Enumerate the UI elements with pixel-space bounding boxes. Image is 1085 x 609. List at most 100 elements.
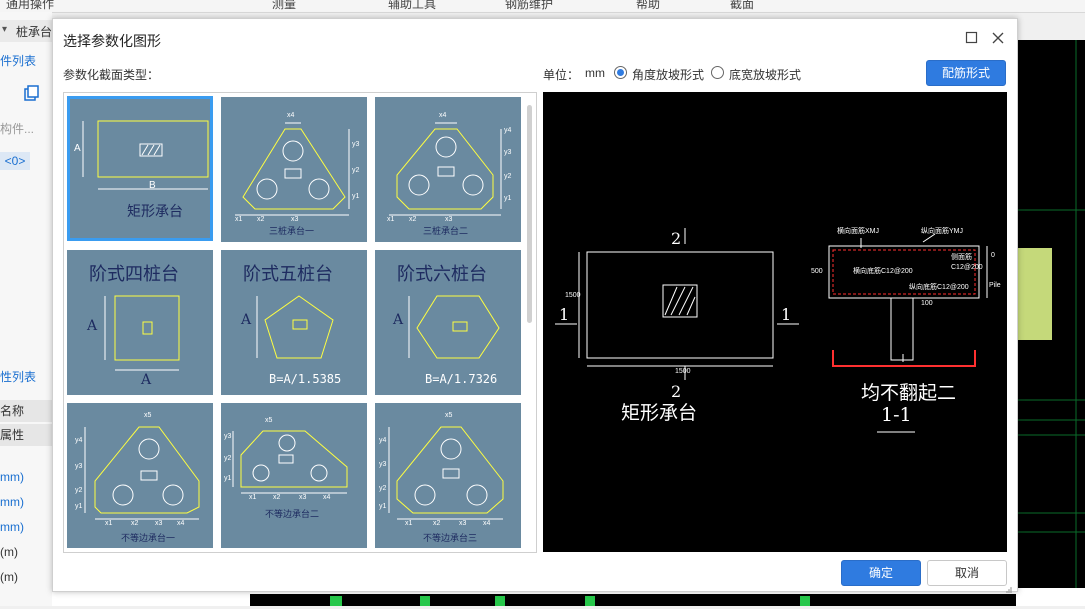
menu-rebar[interactable]: 钢筋维护 — [505, 0, 554, 11]
resize-grip-icon[interactable] — [1005, 583, 1013, 593]
menu-measure[interactable]: 测量 — [272, 0, 297, 11]
dim-label: y1 — [75, 503, 83, 510]
dim-label: x4 — [483, 520, 491, 527]
menu-general[interactable]: 通用操作 — [6, 0, 55, 11]
formula-label: B=A/1.7326 — [425, 372, 498, 386]
formula-label: B=A/1.5385 — [269, 372, 342, 386]
dialog-title: 选择参数化图形 — [63, 33, 161, 49]
dim-label: y3 — [75, 463, 83, 470]
dim-label: x2 — [257, 216, 265, 223]
rebar-form-button[interactable]: 配筋形式 — [926, 60, 1006, 86]
cancel-button[interactable]: 取消 — [927, 560, 1007, 586]
dim-label: x1 — [249, 494, 257, 501]
shape-label: 不等边承台三 — [423, 533, 478, 543]
shape-tile-stepped-four[interactable]: 阶式四桩台 A A — [67, 250, 213, 395]
rebar-side-label: 侧面筋 — [951, 254, 972, 261]
dim-label: x3 — [445, 216, 453, 223]
dim-label: x3 — [459, 520, 467, 527]
dim-a-label: A — [74, 143, 81, 154]
unit-row-5: (m) — [0, 570, 18, 584]
shape-tile-unequal-2[interactable]: x5 y3 y2 y1 x1 x2 x3 x4 不等边承台二 — [221, 403, 367, 548]
shape-tile-unequal-3[interactable]: x5 y4 y3 y2 y1 x1 x2 x3 x4 不等边承台三 — [375, 403, 521, 548]
shape-label: 不等边承台一 — [121, 533, 176, 543]
property-attr-header: 属性 — [0, 424, 52, 446]
menu-tools[interactable]: 辅助工具 — [388, 0, 437, 11]
dim-a-label: A — [241, 312, 252, 328]
property-name-header: 名称 — [0, 400, 52, 422]
cad-canvas-bottom[interactable] — [250, 594, 1016, 606]
unit-row-4: (m) — [0, 545, 18, 559]
panel-component-list-title[interactable]: 件列表 — [0, 54, 37, 68]
app-left-panel: ▾ 桩承台 件列表 构件... <0> 性列表 名称 属性 mm) mm) mm… — [0, 12, 52, 606]
pile-width-dim: 100 — [921, 300, 933, 307]
dim-label: y2 — [224, 455, 232, 462]
dim-label: x1 — [105, 520, 113, 527]
dim-label: x3 — [291, 216, 299, 223]
section-mark-left: 1 — [559, 305, 570, 324]
dim-label: y1 — [224, 475, 232, 482]
dim-label: x2 — [273, 494, 281, 501]
component-search[interactable]: 构件... — [0, 122, 35, 136]
app-menubar: 通用操作 测量 辅助工具 钢筋维护 帮助 截面 — [0, 0, 1085, 13]
shape-label: 矩形承台 — [127, 204, 183, 220]
section-id: 1-1 — [881, 404, 912, 426]
unit-row-1: mm) — [0, 470, 24, 484]
section-depth-dim: 500 — [811, 268, 823, 275]
parametric-shape-dialog: 选择参数化图形 参数化截面类型： 单位： mm 角度放坡形式 底宽放坡形式 配筋… — [52, 18, 1018, 593]
gallery-scrollbar[interactable] — [527, 105, 532, 323]
radio-angle-slope[interactable] — [614, 66, 627, 79]
shape-tile-three-pile-1[interactable]: x4 y3 y2 y1 x1 x2 x3 三桩承台一 — [221, 97, 367, 242]
shape-label: 不等边承台二 — [265, 509, 320, 519]
dim-label: x5 — [445, 412, 453, 419]
shape-tile-unequal-1[interactable]: x5 y4 y3 y2 y1 x1 x2 x3 x4 不等边承台一 — [67, 403, 213, 548]
dim-b-label: B — [149, 180, 156, 191]
ok-button[interactable]: 确定 — [841, 560, 921, 586]
pile-embed-dim: Pile — [989, 282, 1001, 289]
dim-label: x5 — [144, 412, 152, 419]
dim-label: x2 — [433, 520, 441, 527]
component-type-label: 桩承台 — [16, 25, 53, 39]
dim-label: y2 — [504, 173, 512, 180]
dim-label: x2 — [131, 520, 139, 527]
section-type-label: 参数化截面类型： — [63, 68, 160, 82]
section-mark-bottom: 2 — [671, 382, 682, 401]
rebar-side-value: C12@200 — [951, 264, 983, 271]
rebar-top-h: 横向面筋XMJ — [837, 228, 879, 235]
dim-label: x4 — [439, 112, 447, 119]
shape-tile-three-pile-2[interactable]: x4 y4 y3 y2 y1 x1 x2 x3 三桩承台二 — [375, 97, 521, 242]
dim-label: x1 — [405, 520, 413, 527]
radio-angle-slope-label[interactable]: 角度放坡形式 — [632, 68, 705, 82]
menu-section[interactable]: 截面 — [730, 0, 755, 11]
component-count-badge[interactable]: <0> — [0, 152, 30, 170]
panel-property-list-title[interactable]: 性列表 — [0, 370, 37, 384]
dim-label: x4 — [177, 520, 185, 527]
dim-label: x3 — [299, 494, 307, 501]
dim-label: y4 — [379, 437, 387, 444]
shape-tile-stepped-five[interactable]: 阶式五桩台 A B=A/1.5385 — [221, 250, 367, 395]
shape-gallery[interactable]: A B 矩形承台 x4 y3 y2 y1 x1 x2 x3 三桩承台一 — [63, 92, 537, 553]
radio-width-slope-label[interactable]: 底宽放坡形式 — [729, 68, 802, 82]
section-mark-top: 2 — [671, 229, 682, 248]
copy-icon[interactable] — [20, 82, 42, 104]
dim-a-label: A — [87, 318, 98, 334]
dim-label: y3 — [504, 149, 512, 156]
maximize-icon[interactable] — [965, 31, 979, 45]
dim-label: y3 — [379, 461, 387, 468]
shape-tile-stepped-six[interactable]: 阶式六桩台 A B=A/1.7326 — [375, 250, 521, 395]
unit-row-2: mm) — [0, 495, 24, 509]
close-icon[interactable] — [991, 31, 1005, 45]
rebar-bottom-h: 横向底筋C12@200 — [853, 268, 913, 275]
dim-label: y2 — [379, 485, 387, 492]
dim-label: y4 — [504, 127, 512, 134]
component-selector[interactable]: ▾ 桩承台 — [0, 20, 52, 42]
rebar-top-v: 纵向面筋YMJ — [921, 228, 963, 235]
menu-help[interactable]: 帮助 — [636, 0, 661, 11]
unit-row-3: mm) — [0, 520, 24, 534]
radio-width-slope[interactable] — [711, 66, 724, 79]
dim-label: y2 — [352, 167, 360, 174]
plan-width-dim: 1500 — [675, 368, 691, 375]
shape-tile-rect[interactable]: A B 矩形承台 — [67, 96, 213, 241]
plan-label: 矩形承台 — [621, 402, 698, 424]
dim-label: y1 — [504, 195, 512, 202]
cad-canvas-right[interactable] — [1016, 40, 1085, 606]
